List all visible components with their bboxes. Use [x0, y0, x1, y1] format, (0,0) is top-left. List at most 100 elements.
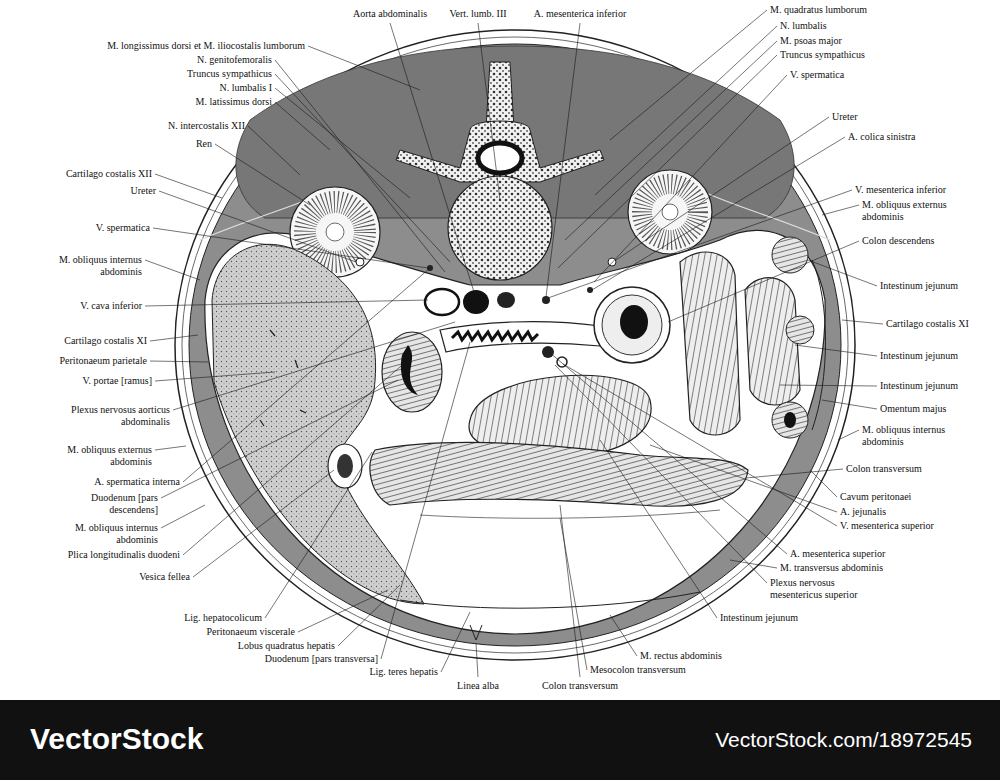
- part-label: Plica longitudinalis duodeni: [68, 549, 180, 561]
- vessel: [542, 296, 550, 304]
- colon-lumen: [620, 305, 648, 339]
- renal-sinus: [326, 223, 344, 241]
- part-label: Aorta abdominalis: [353, 8, 427, 20]
- skin-line: [182, 37, 848, 653]
- part-label: Truncus sympathicus: [780, 49, 865, 61]
- leader-line: [549, 352, 787, 554]
- leader-line: [215, 144, 310, 205]
- part-label: Cartilago costalis XI: [886, 318, 969, 330]
- part-label: Intestinum jejunum: [880, 350, 958, 362]
- duodenum-transverse: [440, 322, 600, 352]
- leader-line: [150, 361, 208, 362]
- part-label: Vesica fellea: [139, 571, 190, 583]
- part-label: A. spermatica interna: [94, 476, 180, 488]
- leader-line: [795, 345, 877, 356]
- mesocolon-line: [420, 510, 720, 518]
- part-label: Intestinum jejunum: [880, 380, 958, 392]
- liver-vessel: [260, 330, 306, 426]
- part-label: V. cava inferior: [80, 300, 142, 312]
- vena-cava: [425, 289, 459, 315]
- part-label: M. latissimus dorsi: [196, 96, 272, 108]
- vessel: [587, 287, 593, 293]
- leader-line: [275, 74, 450, 262]
- leader-line: [668, 241, 859, 322]
- colon-lumen: [784, 412, 796, 428]
- part-label: Truncus sympathicus: [187, 68, 272, 80]
- leader-line: [560, 518, 587, 670]
- leader-line: [173, 322, 455, 410]
- leader-line: [563, 364, 837, 526]
- watermark-bar: [0, 700, 1000, 780]
- leader-line: [155, 372, 275, 381]
- part-label: Peritonaeum parietale: [60, 355, 147, 367]
- body-outline: [175, 30, 855, 660]
- liver: [212, 244, 424, 604]
- leader-line: [145, 300, 428, 306]
- part-label: Plexus nervosus aorticus abdominalis: [60, 404, 170, 428]
- part-label: Duodenum [pars descendens]: [63, 492, 158, 516]
- abdominal-wall: [189, 44, 841, 646]
- gallbladder-lumen: [337, 454, 353, 478]
- part-label: M. quadratus lumborum: [770, 4, 867, 16]
- vessel: [427, 265, 433, 271]
- peritoneum-line: [400, 592, 700, 608]
- leader-line: [595, 26, 777, 195]
- part-label: M. rectus abdominis: [640, 650, 722, 662]
- part-label: Colon transversum: [542, 680, 618, 692]
- leader-line: [560, 505, 580, 677]
- leader-line: [565, 41, 777, 240]
- part-label: N. lumbalis I: [220, 82, 273, 94]
- duodenum-lumen: [401, 345, 418, 395]
- part-label: M. obliquus internus abdominis: [42, 254, 142, 278]
- leader-line: [548, 190, 852, 298]
- vertebral-arch: [396, 121, 604, 182]
- spinal-canal: [478, 143, 522, 173]
- part-label: Cavum peritonaei: [840, 491, 911, 503]
- omentum: [812, 260, 826, 430]
- part-label: N. genitofemoralis: [197, 54, 272, 66]
- part-label: A. jejunalis: [840, 506, 886, 518]
- leader-line: [746, 469, 843, 478]
- part-label: Ureter: [832, 111, 858, 123]
- leader-line: [275, 88, 410, 198]
- part-label: Intestinum jejunum: [880, 280, 958, 292]
- jejunum: [680, 252, 740, 435]
- leader-line: [476, 643, 478, 677]
- kidney: [628, 170, 712, 254]
- part-label: M. transversus abdominis: [780, 562, 883, 574]
- part-label: M. obliquus internus abdominis: [58, 522, 158, 546]
- leader-line: [193, 470, 334, 577]
- part-label: A. colica sinistra: [848, 131, 915, 143]
- leader-line: [390, 23, 474, 292]
- leader-line: [594, 75, 787, 282]
- linea-alba-mark: [470, 625, 482, 640]
- part-label: Duodenum [pars transversa]: [265, 653, 378, 665]
- duodenum-folds: [452, 332, 538, 340]
- part-label: Plexus nervosus mesentericus superior: [770, 577, 880, 601]
- leader-line: [810, 470, 837, 497]
- kidney-striation: [642, 184, 698, 240]
- leader-line: [155, 446, 186, 450]
- leader-line: [555, 365, 767, 583]
- part-label: Intestinum jejunum: [720, 612, 798, 624]
- leader-line: [161, 380, 398, 498]
- leader-line: [558, 55, 777, 268]
- leader-line: [616, 117, 829, 260]
- part-label: Peritonaeum viscerale: [206, 626, 295, 638]
- part-label: Colon transversum: [846, 463, 922, 475]
- duodenum: [382, 332, 442, 412]
- leader-line: [155, 174, 222, 198]
- part-label: Lig. hepatocolicum: [184, 612, 262, 624]
- part-label: V. mesenterica inferior: [855, 184, 946, 196]
- part-label: V. spermatica: [790, 69, 844, 81]
- leader-line: [610, 615, 637, 656]
- watermark: VectorStock: [30, 722, 203, 756]
- part-label: M. longissimus dorsi et M. iliocostalis …: [107, 40, 305, 52]
- leader-line: [610, 10, 767, 140]
- colon-descendens: [594, 287, 670, 363]
- colon-transversum: [370, 442, 748, 506]
- leader-line: [600, 440, 717, 618]
- kidney-striation: [305, 202, 365, 262]
- leader-line: [592, 137, 845, 290]
